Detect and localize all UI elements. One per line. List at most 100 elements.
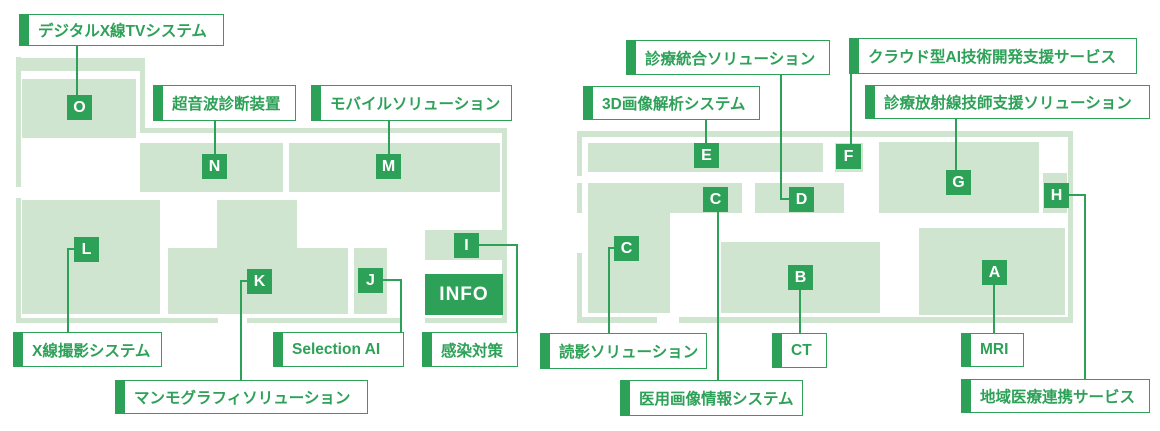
label-accent-bar bbox=[866, 86, 875, 118]
booth-marker-m[interactable]: M bbox=[376, 154, 401, 179]
right-hall-outline bbox=[577, 317, 657, 323]
booth-marker-g[interactable]: G bbox=[946, 170, 971, 195]
label-reading-solution[interactable]: 読影ソリューション bbox=[540, 333, 707, 369]
connector-b bbox=[799, 290, 801, 333]
label-text: 診療統合ソリューション bbox=[645, 50, 816, 68]
left-hall-outline bbox=[425, 318, 507, 323]
label-selection-ai[interactable]: Selection AI bbox=[273, 332, 404, 367]
connector-k bbox=[240, 280, 248, 282]
connector-h bbox=[1084, 194, 1086, 379]
connector-h bbox=[1069, 194, 1086, 196]
booth-marker-e[interactable]: E bbox=[694, 143, 719, 168]
label-text: マンモグラフィソリューション bbox=[134, 390, 351, 407]
connector-d bbox=[780, 75, 782, 200]
label-accent-bar bbox=[154, 86, 163, 120]
booth-marker-l[interactable]: L bbox=[74, 237, 99, 262]
right-hall-outline bbox=[577, 253, 582, 323]
booth-marker-j[interactable]: J bbox=[358, 268, 383, 293]
right-hall-outline bbox=[577, 131, 582, 176]
connector-l bbox=[67, 248, 69, 332]
connector-a bbox=[993, 285, 995, 333]
booth-marker-n[interactable]: N bbox=[202, 154, 227, 179]
label-accent-bar bbox=[274, 333, 283, 366]
label-accent-bar bbox=[423, 333, 432, 366]
left-hall-outline bbox=[16, 198, 21, 323]
label-regional-medical-service[interactable]: 地域医療連携サービス bbox=[961, 379, 1150, 413]
label-infection-control[interactable]: 感染対策 bbox=[422, 332, 518, 367]
booth-marker-h[interactable]: H bbox=[1044, 183, 1069, 208]
connector-d bbox=[780, 198, 790, 200]
connector-o bbox=[76, 46, 78, 95]
connector-m bbox=[388, 121, 390, 154]
label-radiographer-support[interactable]: 診療放射線技師支援ソリューション bbox=[865, 85, 1150, 119]
left-hall-outline bbox=[247, 318, 402, 323]
label-accent-bar bbox=[962, 334, 971, 366]
left-hall-outline bbox=[16, 58, 145, 71]
left-hall-outline bbox=[140, 70, 145, 133]
right-hall-outline bbox=[679, 317, 1073, 323]
label-medical-image-info[interactable]: 医用画像情報システム bbox=[620, 380, 803, 416]
label-mammography-solution[interactable]: マンモグラフィソリューション bbox=[115, 380, 368, 414]
label-accent-bar bbox=[20, 15, 29, 45]
connector-k bbox=[240, 280, 242, 380]
booth-area-c bbox=[588, 213, 670, 313]
booth-marker-f[interactable]: F bbox=[836, 144, 861, 169]
left-hall-outline bbox=[16, 57, 21, 187]
label-ct[interactable]: CT bbox=[772, 333, 827, 368]
label-text: 地域医療連携サービス bbox=[980, 389, 1136, 406]
label-mobile-solution[interactable]: モバイルソリューション bbox=[311, 85, 512, 121]
label-text: MRI bbox=[980, 341, 1009, 358]
label-ultrasound[interactable]: 超音波診断装置 bbox=[153, 85, 296, 121]
right-hall-outline bbox=[577, 131, 1073, 137]
booth-marker-c-upper[interactable]: C bbox=[703, 187, 728, 212]
booth-marker-i[interactable]: I bbox=[454, 233, 479, 258]
label-accent-bar bbox=[541, 334, 550, 368]
connector-i bbox=[516, 244, 518, 332]
label-text: 感染対策 bbox=[441, 342, 504, 360]
booth-marker-o[interactable]: O bbox=[67, 95, 92, 120]
right-hall-outline bbox=[1068, 131, 1073, 323]
booth-marker-c-lower[interactable]: C bbox=[614, 236, 639, 261]
connector-e bbox=[705, 120, 707, 143]
left-hall-outline bbox=[16, 318, 218, 323]
label-digital-xray-tv[interactable]: デジタルX線TVシステム bbox=[19, 14, 224, 46]
right-hall-outline bbox=[577, 183, 582, 213]
label-accent-bar bbox=[14, 333, 23, 366]
label-accent-bar bbox=[850, 39, 859, 73]
label-accent-bar bbox=[773, 334, 782, 367]
info-counter[interactable]: INFO bbox=[425, 274, 503, 315]
booth-marker-a[interactable]: A bbox=[982, 260, 1007, 285]
booth-marker-b[interactable]: B bbox=[788, 265, 813, 290]
label-accent-bar bbox=[584, 87, 593, 119]
label-text: デジタルX線TVシステム bbox=[38, 23, 207, 40]
label-text: モバイルソリューション bbox=[330, 96, 501, 113]
connector-c-lower bbox=[608, 247, 615, 249]
connector-i bbox=[478, 244, 518, 246]
label-integrated-care-solution[interactable]: 診療統合ソリューション bbox=[626, 40, 830, 75]
label-xray-imaging[interactable]: X線撮影システム bbox=[13, 332, 162, 367]
label-accent-bar bbox=[621, 381, 630, 415]
label-text: 3D画像解析システム bbox=[602, 96, 746, 113]
label-accent-bar bbox=[627, 41, 636, 74]
booth-marker-d[interactable]: D bbox=[789, 187, 814, 212]
connector-j bbox=[383, 279, 402, 281]
label-accent-bar bbox=[312, 86, 321, 120]
label-cloud-ai-service[interactable]: クラウド型AI技術開発支援サービス bbox=[849, 38, 1137, 74]
booth-area-k bbox=[217, 200, 297, 248]
connector-g bbox=[955, 119, 957, 170]
connector-c-lower bbox=[608, 247, 610, 333]
label-text: 診療放射線技師支援ソリューション bbox=[884, 95, 1132, 112]
label-mri[interactable]: MRI bbox=[961, 333, 1024, 367]
left-hall-outline bbox=[502, 128, 507, 323]
left-hall-outline bbox=[140, 128, 507, 133]
connector-n bbox=[214, 121, 216, 154]
label-3d-image-analysis[interactable]: 3D画像解析システム bbox=[583, 86, 760, 120]
label-text: クラウド型AI技術開発支援サービス bbox=[868, 49, 1117, 66]
label-accent-bar bbox=[116, 381, 125, 413]
label-text: Selection AI bbox=[292, 340, 381, 358]
label-text: 医用画像情報システム bbox=[639, 391, 794, 408]
connector-f bbox=[850, 74, 852, 144]
label-text: CT bbox=[791, 341, 812, 359]
booth-marker-k[interactable]: K bbox=[247, 269, 272, 294]
